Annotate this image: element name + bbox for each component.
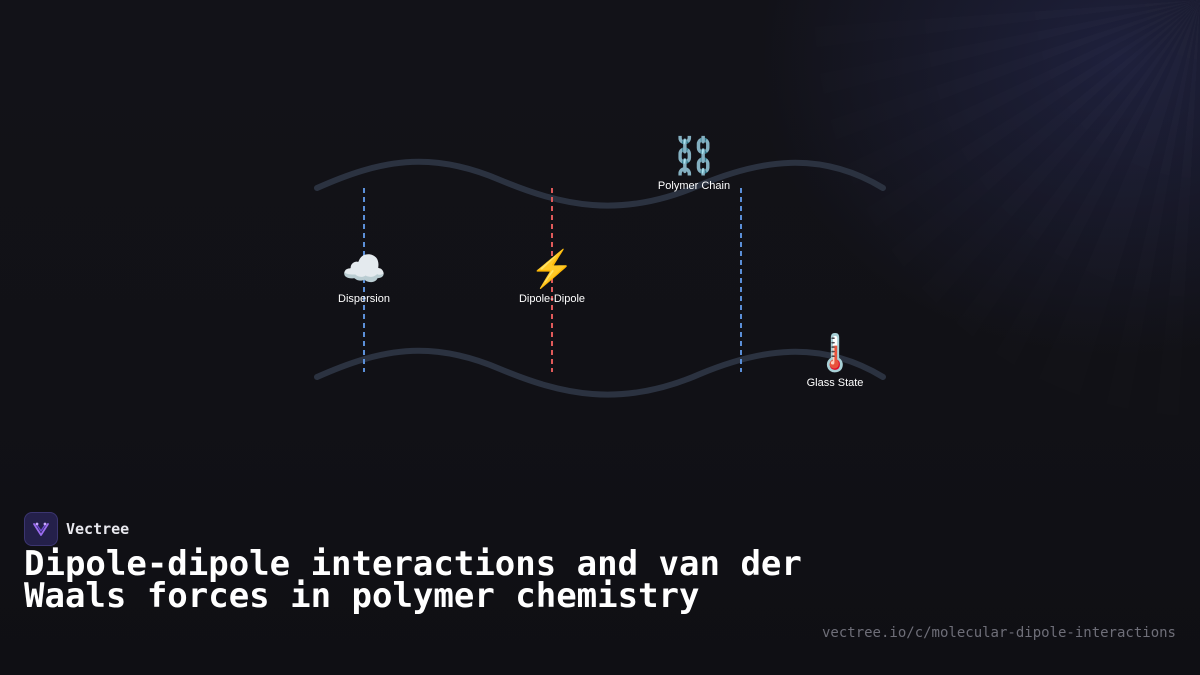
node-label-polymer-chain: Polymer Chain xyxy=(657,180,731,192)
node-label-glass-state: Glass State xyxy=(806,377,864,389)
node-label-dispersion: Dispersion xyxy=(338,293,390,305)
page-title: Dipole-dipole interactions and van der W… xyxy=(24,544,802,616)
polymer-chain-bottom xyxy=(314,347,886,398)
chain-icon: ⛓️ xyxy=(671,136,717,176)
node-label-dipole-dipole: Dipole-Dipole xyxy=(518,293,586,305)
node-dipole-dipole: ⚡ Dipole-Dipole xyxy=(519,247,585,305)
brand-name: Vectree xyxy=(66,520,130,538)
node-polymer-chain: ⛓️ Polymer Chain xyxy=(658,134,730,192)
node-glass-state: 🌡️ Glass State xyxy=(807,331,864,389)
vectree-logo-icon xyxy=(24,512,58,546)
polymer-chain-top xyxy=(314,158,886,209)
cloud-icon: ☁️ xyxy=(341,249,387,289)
thermometer-icon: 🌡️ xyxy=(812,333,858,373)
brand[interactable]: Vectree xyxy=(24,512,129,546)
lightning-icon: ⚡ xyxy=(529,249,575,289)
logo-mark xyxy=(33,522,49,536)
page-url[interactable]: vectree.io/c/molecular-dipole-interactio… xyxy=(821,625,1176,641)
node-dispersion: ☁️ Dispersion xyxy=(338,247,390,305)
